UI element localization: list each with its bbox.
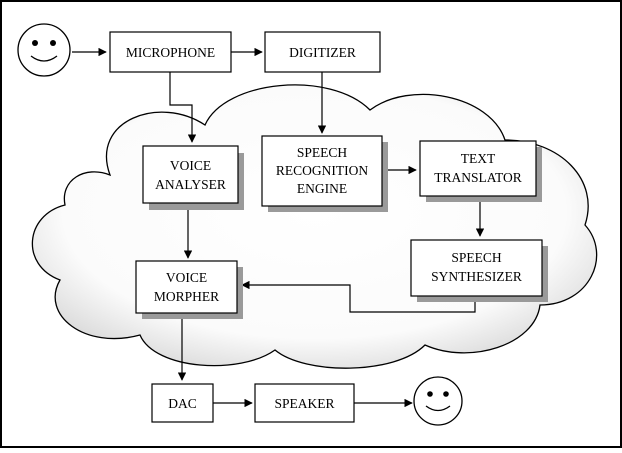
smiley-face-icon: [413, 376, 463, 426]
voice-morpher-label-line-1: VOICE: [166, 270, 207, 285]
speech-recognition-engine-block: SPEECH RECOGNITION ENGINE: [261, 135, 388, 212]
microphone-label: MICROPHONE: [126, 45, 215, 60]
speech-recognition-label-line-2: RECOGNITION: [276, 163, 368, 178]
speech-recognition-label-line-3: ENGINE: [297, 181, 347, 196]
arrow-synthesizer-to-morpher: [241, 280, 476, 313]
speech-synthesizer-block: SPEECH SYNTHESIZER: [410, 239, 548, 302]
speaker-block: SPEAKER: [254, 383, 355, 423]
smiley-face-icon: [17, 23, 71, 77]
text-translator-label-line-2: TRANSLATOR: [434, 170, 522, 185]
dac-label: DAC: [168, 396, 197, 411]
voice-morpher-block: VOICE MORPHER: [135, 260, 243, 319]
voice-analyser-label-line-1: VOICE: [170, 158, 211, 173]
text-translator-block: TEXT TRANSLATOR: [419, 140, 542, 202]
voice-morpher-label-line-2: MORPHER: [154, 289, 219, 304]
speaker-label: SPEAKER: [274, 396, 334, 411]
speech-synthesizer-label-line-1: SPEECH: [451, 250, 502, 265]
speech-synthesizer-label-line-2: SYNTHESIZER: [431, 269, 522, 284]
voice-analyser-label-line-2: ANALYSER: [155, 177, 226, 192]
digitizer-block: DIGITIZER: [264, 31, 381, 73]
arrow-microphone-to-voice-analyser: [169, 72, 197, 143]
speech-recognition-label-line-1: SPEECH: [297, 145, 348, 160]
text-translator-label-line-1: TEXT: [461, 151, 496, 166]
digitizer-label: DIGITIZER: [289, 45, 356, 60]
voice-analyser-block: VOICE ANALYSER: [142, 145, 244, 210]
dac-block: DAC: [151, 383, 214, 423]
microphone-block: MICROPHONE: [109, 31, 232, 73]
